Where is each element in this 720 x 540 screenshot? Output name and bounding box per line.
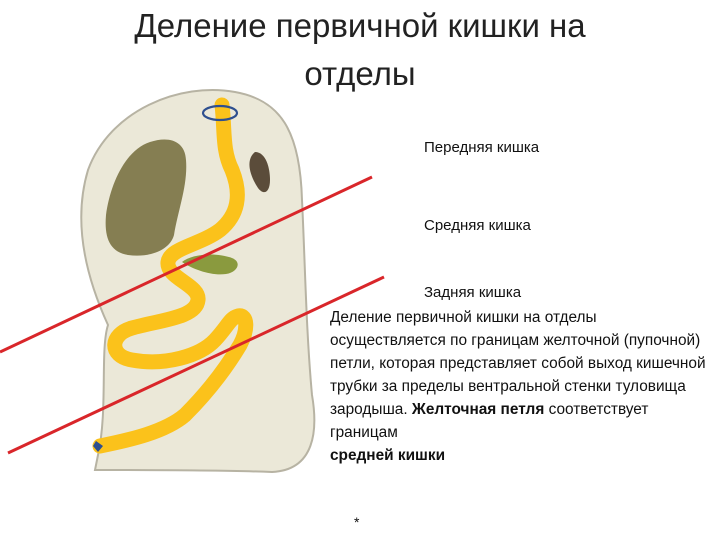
foregut-label: Передняя кишка <box>424 139 540 156</box>
slide-title: Деление первичной кишки на отделы <box>40 2 680 98</box>
liver <box>105 139 187 256</box>
description-text: Деление первичной кишки на отделы осущес… <box>330 306 715 467</box>
oral-ring <box>201 104 239 122</box>
title-line-1: Деление первичной кишки на <box>134 7 586 44</box>
midgut-label: Средняя кишка <box>424 217 531 234</box>
hindgut-label: Задняя кишка <box>424 284 522 301</box>
footnote-mark: * <box>354 514 360 530</box>
foregut-midgut-boundary-line <box>0 175 373 354</box>
embryo-body <box>80 89 316 474</box>
midgut-hindgut-boundary-line <box>7 275 385 455</box>
primary-gut-tube <box>92 97 254 454</box>
description-tail-bold: средней кишки <box>330 447 446 464</box>
description-tail: соответствует границам <box>330 401 649 441</box>
description-bold-term: Желточная петля <box>411 401 545 418</box>
tail-marker <box>93 441 103 452</box>
title-line-2: отделы <box>304 55 416 92</box>
dark-organ <box>249 152 270 193</box>
description-main: Деление первичной кишки на отделы осущес… <box>330 309 706 418</box>
